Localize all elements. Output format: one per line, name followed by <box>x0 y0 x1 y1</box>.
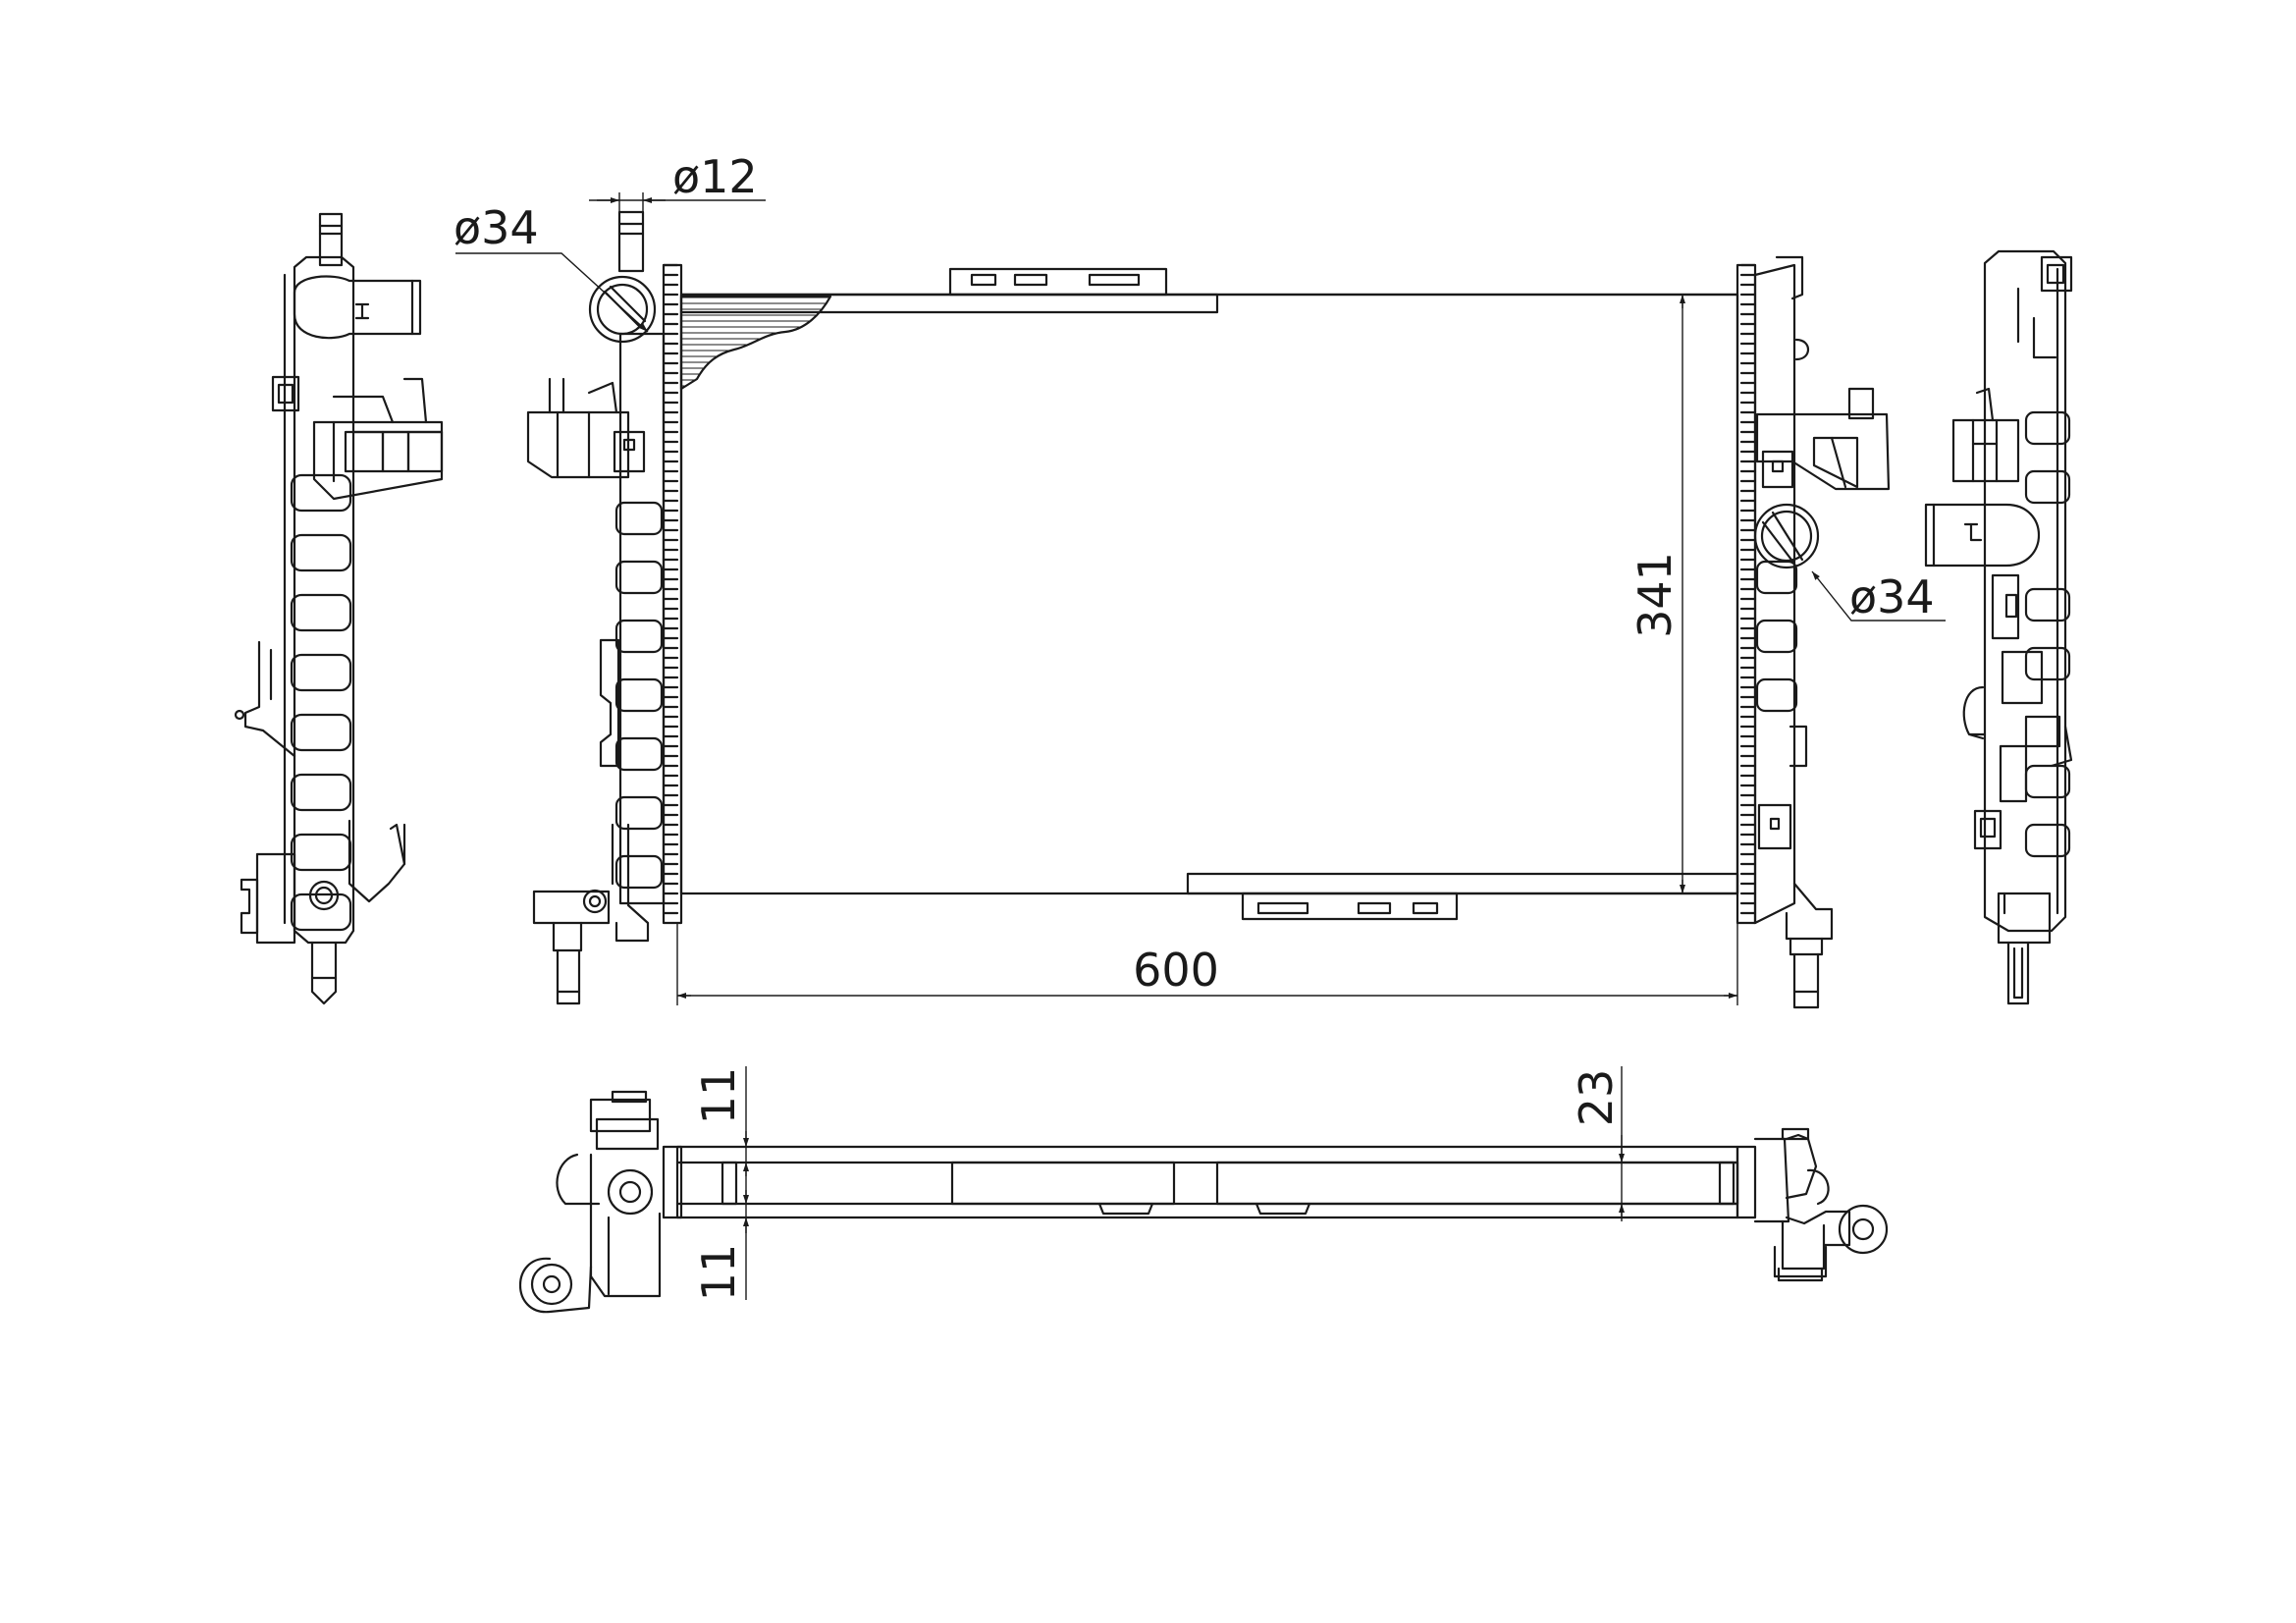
dim-label-core-width: 600 <box>1133 944 1219 997</box>
dim-label-inlet-diameter-right: ø34 <box>1849 570 1935 623</box>
front-left-tank <box>526 210 683 1005</box>
dim-label-tank-offset-top: 11 <box>692 1067 745 1125</box>
right-side-view <box>1924 249 2073 1005</box>
front-right-tank <box>1735 255 1891 1009</box>
front-left-tank-fins <box>614 501 664 890</box>
front-core <box>679 267 1739 921</box>
dim-leader-inlet-right <box>1811 570 1946 622</box>
right-side-fins <box>2024 410 2071 858</box>
left-side-fins <box>290 473 352 932</box>
left-side-view <box>234 212 444 1005</box>
dim-label-core-depth: 23 <box>1570 1069 1623 1127</box>
dim-label-core-height: 341 <box>1629 552 1682 638</box>
dim-label-tank-offset-bottom: 11 <box>692 1244 745 1302</box>
dim-leader-inlet-left <box>455 252 649 333</box>
dim-label-outlet-diameter: ø12 <box>672 150 758 203</box>
dimension-lines <box>455 192 1946 1300</box>
top-view <box>518 1090 1889 1314</box>
front-right-tank-fins <box>1755 560 1798 713</box>
dimension-labels: ø12 ø34 341 600 ø34 23 11 11 <box>454 150 1935 1301</box>
front-view <box>526 210 1891 1009</box>
dim-label-inlet-diameter-left: ø34 <box>454 201 539 254</box>
